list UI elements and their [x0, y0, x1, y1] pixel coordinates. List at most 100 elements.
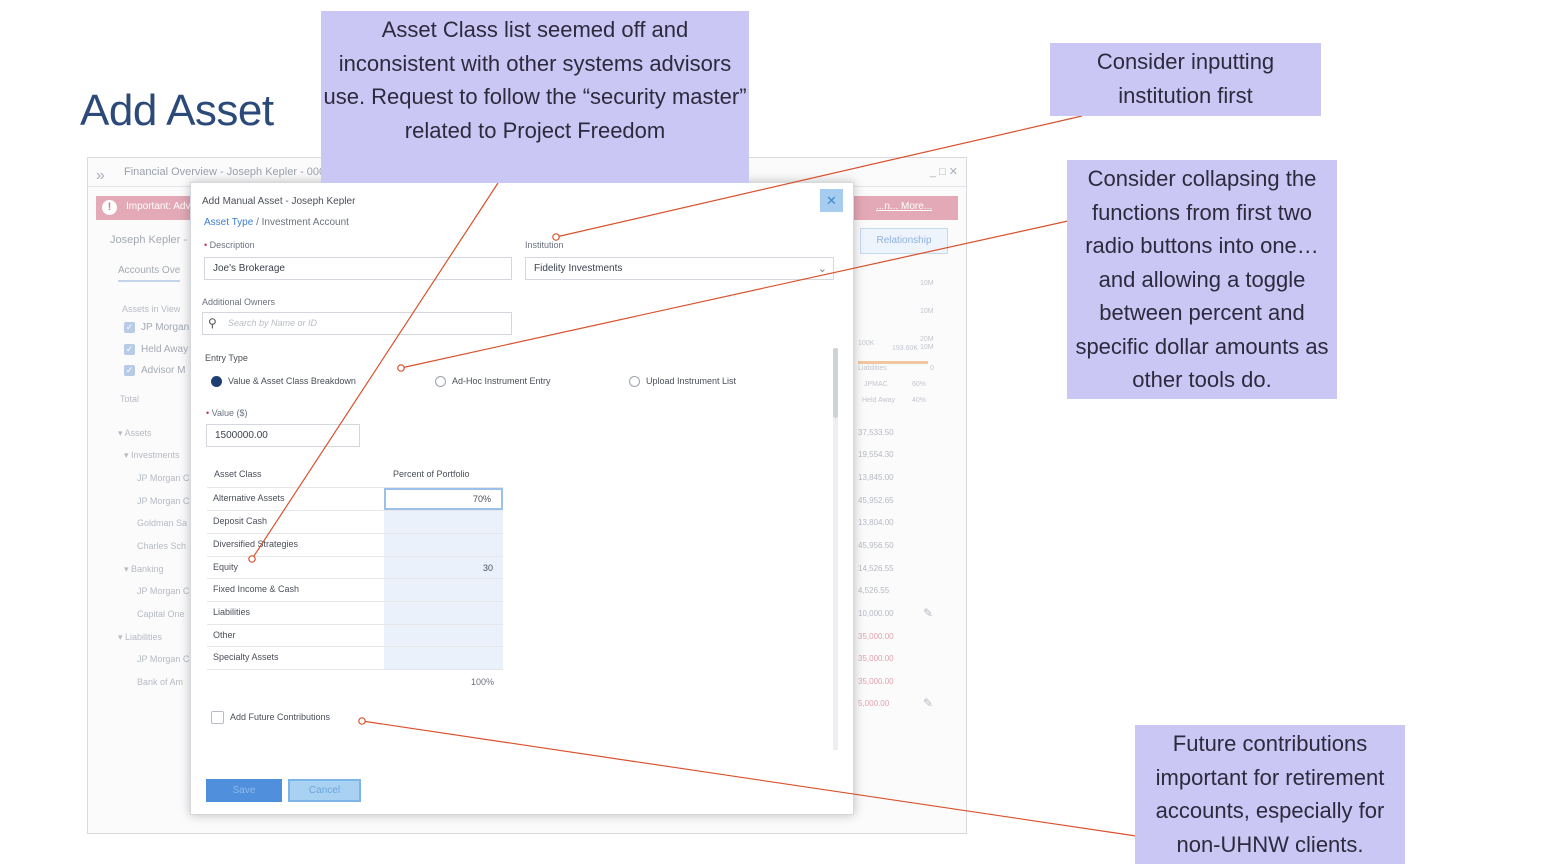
- legend-value: 40%: [912, 397, 927, 404]
- tab-relationship[interactable]: Relationship: [860, 228, 948, 254]
- add-manual-asset-dialog: Add Manual Asset - Joseph Kepler ✕ Asset…: [190, 182, 854, 815]
- callout-future-contributions: Future contributions important for retir…: [1135, 725, 1405, 864]
- percent-input[interactable]: [384, 602, 503, 624]
- slide-title: Add Asset: [80, 86, 274, 135]
- table-row[interactable]: ▾ Banking: [124, 564, 164, 574]
- scrollbar-track[interactable]: [833, 348, 838, 750]
- check-icon: ✓: [124, 322, 135, 333]
- check-icon: ✓: [124, 365, 135, 376]
- institution-label: Institution: [525, 240, 564, 250]
- radio-empty-icon: [435, 376, 446, 388]
- table-row: Diversified Strategies: [207, 533, 503, 556]
- column-header-percent: Percent of Portfolio: [393, 469, 470, 479]
- save-button[interactable]: Save: [206, 779, 282, 802]
- filter-checkbox-jp-morgan[interactable]: ✓JP Morgan: [124, 322, 190, 334]
- breadcrumb-separator: /: [256, 217, 259, 228]
- radio-upload-list[interactable]: Upload Instrument List: [629, 376, 736, 388]
- close-icon[interactable]: ✕: [820, 189, 843, 212]
- tab-accounts-overview[interactable]: Accounts Ove: [118, 265, 181, 282]
- cancel-button[interactable]: Cancel: [288, 779, 361, 802]
- scrollbar-thumb[interactable]: [833, 348, 838, 418]
- table-row: Liabilities: [207, 601, 503, 624]
- table-row[interactable]: ▾ Liabilities: [118, 632, 163, 642]
- pencil-icon[interactable]: ✎: [923, 606, 934, 620]
- callout-asset-class: Asset Class list seemed off and inconsis…: [321, 11, 749, 183]
- row-value: 19,554.30: [858, 450, 894, 459]
- table-row[interactable]: Goldman Sa: [137, 518, 188, 528]
- chart-label: 100K: [858, 340, 875, 347]
- radio-ad-hoc-entry[interactable]: Ad-Hoc Instrument Entry: [435, 376, 551, 388]
- table-row[interactable]: JP Morgan C: [137, 496, 190, 506]
- progress-bar: [858, 361, 928, 364]
- radio-value-asset-class[interactable]: Value & Asset Class Breakdown: [211, 376, 356, 388]
- entry-type-label: Entry Type: [205, 353, 248, 363]
- client-name: Joseph Kepler -: [110, 234, 188, 246]
- filter-checkbox-held-away[interactable]: ✓Held Away: [124, 344, 189, 356]
- percent-input[interactable]: [384, 647, 503, 669]
- chevron-down-icon: ⌄: [817, 263, 827, 275]
- description-field[interactable]: Joe's Brokerage: [204, 257, 512, 280]
- percent-total: 100%: [471, 677, 495, 687]
- percent-input[interactable]: [384, 625, 503, 647]
- table-row[interactable]: Charles Sch: [137, 541, 187, 551]
- row-value: 35,000.00: [858, 677, 894, 686]
- owner-search-input[interactable]: ⚲ Search by Name or ID: [202, 312, 512, 335]
- row-value: 13,845.00: [858, 473, 894, 482]
- table-row[interactable]: Capital One: [137, 609, 185, 619]
- future-contributions-checkbox[interactable]: Add Future Contributions: [211, 711, 330, 724]
- column-header-asset-class: Asset Class: [214, 469, 262, 479]
- row-value: 4,526.55: [858, 586, 890, 595]
- additional-owners-label: Additional Owners: [202, 297, 276, 307]
- radio-selected-icon: [211, 376, 222, 388]
- table-row[interactable]: JP Morgan C: [137, 473, 190, 483]
- alert-icon: !: [102, 200, 117, 215]
- table-row[interactable]: ▾ Investments: [124, 450, 180, 460]
- breadcrumb-asset-type-link[interactable]: Asset Type: [204, 217, 254, 228]
- percent-input[interactable]: 30: [384, 557, 503, 579]
- percent-input[interactable]: [384, 511, 503, 533]
- table-row[interactable]: JP Morgan C: [137, 654, 190, 664]
- row-value: 45,952.65: [858, 496, 894, 505]
- legend-value: 60%: [912, 381, 927, 388]
- breadcrumb: Asset Type / Investment Account: [204, 217, 349, 228]
- window-controls[interactable]: _ □ ✕: [929, 166, 958, 178]
- row-value: 10,000.00: [858, 609, 894, 618]
- row-value: 5,000.00: [858, 699, 890, 708]
- percent-input[interactable]: [384, 534, 503, 556]
- chart-label: 10M: [920, 308, 934, 315]
- callout-institution: Consider inputting institution first: [1050, 43, 1321, 116]
- filter-checkbox-advisor[interactable]: ✓Advisor M: [124, 365, 186, 377]
- institution-value: Fidelity Investments: [534, 263, 623, 274]
- radio-empty-icon: [629, 376, 640, 388]
- table-row: Deposit Cash: [207, 510, 503, 533]
- chart-label: 10M: [920, 280, 934, 287]
- description-label: • Description: [204, 240, 255, 250]
- institution-select[interactable]: Fidelity Investments ⌄: [525, 257, 834, 280]
- row-value: 14,526.55: [858, 564, 894, 573]
- table-row[interactable]: JP Morgan C: [137, 586, 190, 596]
- row-value: 13,804.00: [858, 518, 894, 527]
- table-row[interactable]: ▾ Assets: [118, 428, 152, 438]
- dialog-title: Add Manual Asset - Joseph Kepler: [202, 196, 356, 207]
- row-value: 35,000.00: [858, 632, 894, 641]
- legend-label: JPMAC: [864, 381, 888, 388]
- breadcrumb-current: Investment Account: [261, 217, 349, 228]
- alert-more-link[interactable]: ...n... More...: [876, 201, 933, 212]
- total-label: Total: [120, 394, 140, 404]
- chart-label: 10M: [920, 344, 934, 351]
- table-row: Specialty Assets: [207, 646, 503, 670]
- callout-radio-buttons: Consider collapsing the functions from f…: [1067, 160, 1337, 399]
- legend-label: Held Away: [862, 397, 895, 404]
- window-title: Financial Overview - Joseph Kepler - 000…: [124, 166, 338, 178]
- row-value: 45,956.50: [858, 541, 894, 550]
- value-field[interactable]: 1500000.00: [206, 424, 360, 447]
- chart-label: 193.60K: [892, 345, 919, 352]
- table-row[interactable]: Bank of Am: [137, 677, 184, 687]
- checkbox-empty-icon: [211, 711, 224, 724]
- value-label: • Value ($): [206, 408, 248, 418]
- pencil-icon[interactable]: ✎: [923, 696, 934, 710]
- percent-input[interactable]: 70%: [384, 488, 503, 510]
- search-icon: ⚲: [208, 316, 217, 330]
- percent-input[interactable]: [384, 579, 503, 601]
